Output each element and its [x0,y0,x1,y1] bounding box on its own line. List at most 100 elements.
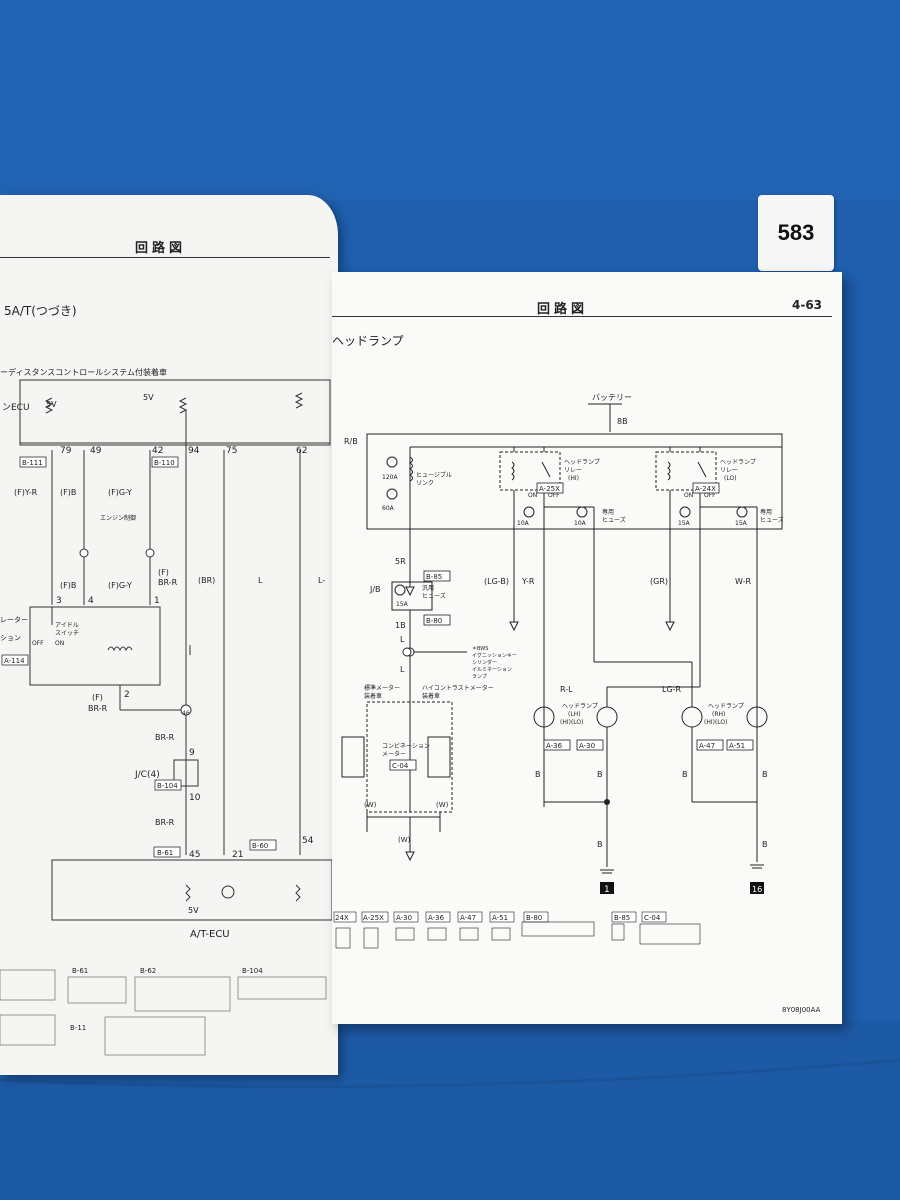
svg-text:シリンダー: シリンダー [472,659,497,666]
svg-text:B-85: B-85 [614,914,630,922]
svg-text:9: 9 [189,748,195,758]
svg-text:ON: ON [528,492,537,499]
svg-text:イルミネーション: イルミネーション [472,667,512,673]
svg-text:79: 79 [60,446,72,456]
svg-text:(F)G-Y: (F)G-Y [108,581,132,590]
voltage-label-2: 5V [143,393,154,402]
svg-text:ション: ション [0,634,21,642]
svg-text:イグニッションキー: イグニッションキー [472,652,517,659]
svg-text:(F): (F) [158,568,169,577]
svg-text:L: L [400,665,405,674]
svg-text:専用: 専用 [760,508,772,516]
svg-text:J/B: J/B [369,585,381,594]
svg-text:A-114: A-114 [4,657,25,665]
svg-text:ヘッドランプ: ヘッドランプ [708,703,744,710]
svg-text:1: 1 [604,885,610,895]
svg-text:(LG-B): (LG-B) [484,577,509,586]
svg-text:B-80: B-80 [426,617,442,625]
svg-text:BR-R: BR-R [88,704,108,713]
svg-text:49: 49 [90,446,102,456]
svg-text:L-: L- [318,576,325,585]
svg-text:ヘッドランプ: ヘッドランプ [564,459,600,466]
svg-text:ON: ON [684,492,693,499]
svg-text:(W): (W) [436,801,449,809]
svg-text:ヘッドランプ: ヘッドランプ [720,459,756,466]
svg-text:A-30: A-30 [396,914,412,922]
svg-text:(HI): (HI) [568,475,579,482]
svg-text:(RH): (RH) [712,711,725,718]
svg-text:OFF: OFF [548,492,560,499]
svg-text:エンジン制御: エンジン制御 [100,514,136,522]
svg-text:B: B [597,770,603,779]
svg-text:B-11: B-11 [70,1024,86,1032]
svg-text:A-47: A-47 [699,742,715,750]
svg-text:1B: 1B [395,621,406,630]
svg-text:BR-R: BR-R [155,733,175,742]
right-header: 回路図 [537,302,589,317]
svg-text:ヒューズ: ヒューズ [422,592,446,600]
page-number-tag: 583 [758,195,834,271]
svg-text:OFF: OFF [704,492,716,499]
svg-text:BR-R: BR-R [158,578,178,587]
svg-text:8B: 8B [617,417,628,426]
page-number: 4-63 [792,298,823,312]
svg-text:A-51: A-51 [492,914,508,922]
svg-text:1: 1 [154,596,160,606]
svg-text:B-61: B-61 [157,849,173,857]
svg-text:B-60: B-60 [252,842,268,850]
svg-text:(BR): (BR) [198,576,215,585]
svg-text:LG-R: LG-R [662,685,682,694]
svg-text:45: 45 [189,850,200,860]
svg-text:4: 4 [88,596,94,606]
svg-text:15A: 15A [735,520,748,527]
svg-text:Y-R: Y-R [521,577,535,586]
svg-text:ハイコントラストメーター: ハイコントラストメーター [422,684,494,692]
footer-code: 8Y08J00AA [782,1006,821,1014]
svg-text:(W): (W) [398,836,411,844]
svg-text:(HI)(LO): (HI)(LO) [560,719,584,726]
svg-text:5R: 5R [395,557,406,566]
svg-text:R-L: R-L [560,685,573,694]
svg-text:装着車: 装着車 [422,692,440,700]
svg-text:ヒュージブル: ヒュージブル [416,471,452,479]
svg-text:A-24X: A-24X [695,485,716,493]
svg-text:B-111: B-111 [22,459,43,467]
svg-text:B: B [682,770,688,779]
tag-number: 583 [777,220,815,245]
svg-text:L: L [400,635,405,644]
svg-text:A-36: A-36 [546,742,563,750]
right-page: 回路図 4-63 ヘッドランプ [332,272,842,1024]
headlamp-circuit-diagram: バッテリー 8B R/B ヒュージブル リンク 120A 60A 10A 10A… [333,393,821,1014]
left-section-title: 5A/T(つづき) [4,304,77,318]
svg-text:21: 21 [232,850,243,860]
svg-text:B-61: B-61 [72,967,88,975]
svg-text:リンク: リンク [416,480,434,487]
svg-text:3: 3 [56,596,62,606]
svg-text:(HI)(LO): (HI)(LO) [704,719,728,726]
svg-text:B: B [762,770,768,779]
svg-text:B: B [762,840,768,849]
svg-text:A-47: A-47 [460,914,476,922]
svg-text:A-51: A-51 [729,742,745,750]
svg-text:(LH): (LH) [568,711,581,718]
svg-text:B-62: B-62 [140,967,156,975]
jc-label: J/C(4) [134,770,160,780]
svg-text:16: 16 [752,885,762,894]
left-subtitle: ーディスタンスコントロールシステム付装着車 [0,368,168,377]
svg-text:B-80: B-80 [526,914,542,922]
svg-text:BR-R: BR-R [155,818,175,827]
svg-text:B-85: B-85 [426,573,442,581]
svg-text:15A: 15A [678,520,691,527]
svg-text:ヒューズ: ヒューズ [760,516,784,524]
svg-text:B-104: B-104 [242,967,263,975]
svg-text:(LO): (LO) [724,475,737,482]
svg-text:B: B [597,840,603,849]
svg-text:24X: 24X [335,914,349,922]
bottom-ecu-label: A/T-ECU [190,929,230,940]
svg-text:ON: ON [55,640,64,647]
svg-text:A-36: A-36 [428,914,445,922]
left-circuit-diagram: 5V 5V 5V 79 49 42 94 75 62 3 4 1 2 9 10 … [0,379,333,1056]
bottom-voltage-label: 5V [188,906,199,915]
svg-text:42: 42 [152,446,163,456]
svg-text:装着車: 装着車 [364,692,382,700]
